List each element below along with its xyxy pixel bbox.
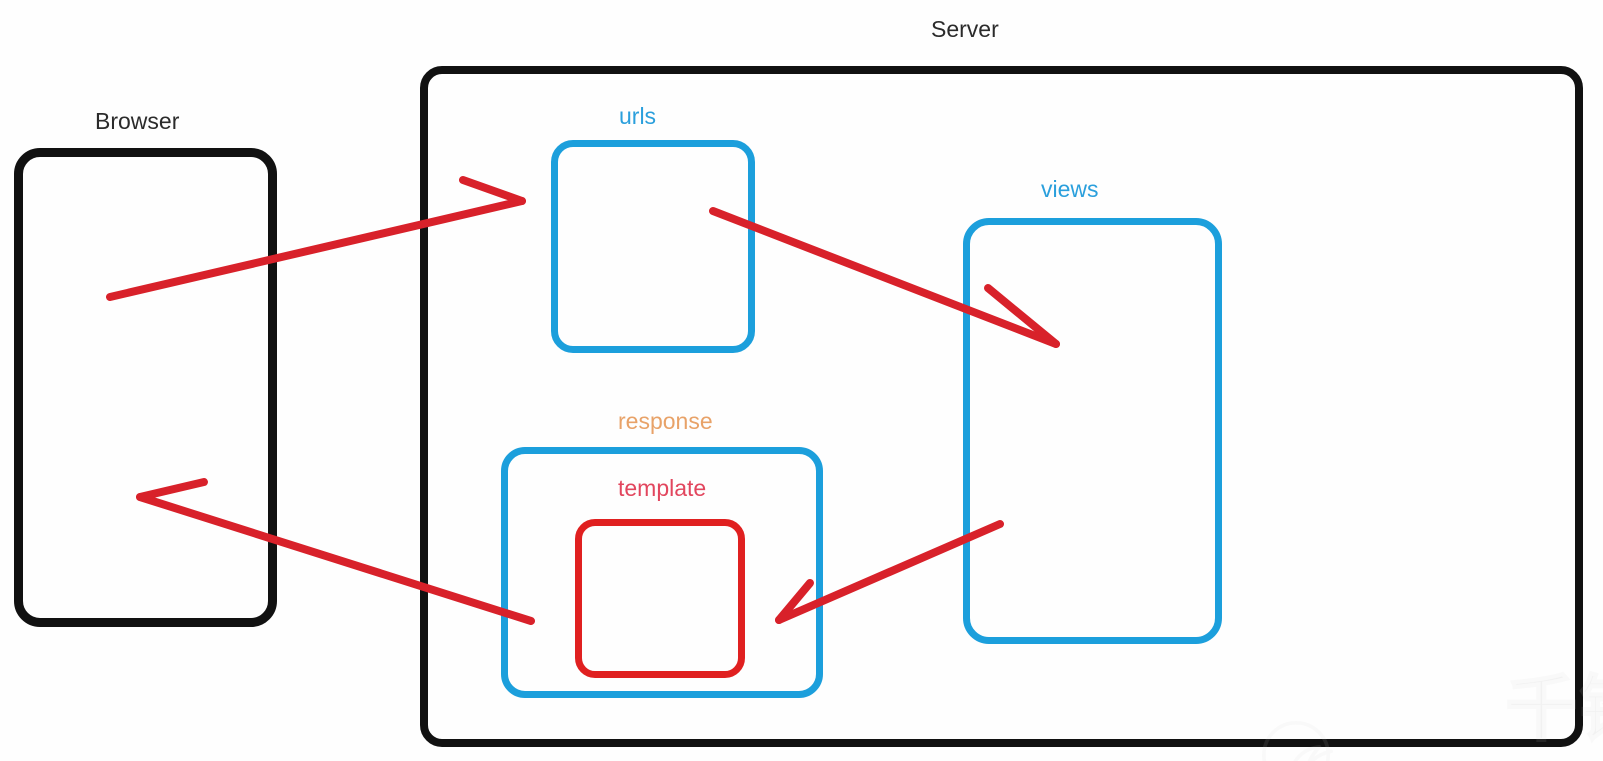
template-label: template (618, 475, 707, 501)
response-label: response (618, 408, 713, 434)
server-box[interactable] (420, 66, 1583, 747)
watermark: 千锋教 (1258, 650, 1603, 761)
browser-box[interactable] (14, 148, 277, 627)
server-label: Server (931, 16, 999, 42)
views-box[interactable] (963, 218, 1222, 644)
urls-label: urls (619, 103, 657, 129)
browser-label: Browser (95, 108, 180, 134)
watermark-text: 千锋教 (1505, 666, 1603, 752)
urls-box[interactable] (551, 140, 755, 353)
watermark-logo-icon (1262, 720, 1334, 761)
views-label: views (1041, 176, 1099, 202)
template-box[interactable] (575, 519, 745, 678)
